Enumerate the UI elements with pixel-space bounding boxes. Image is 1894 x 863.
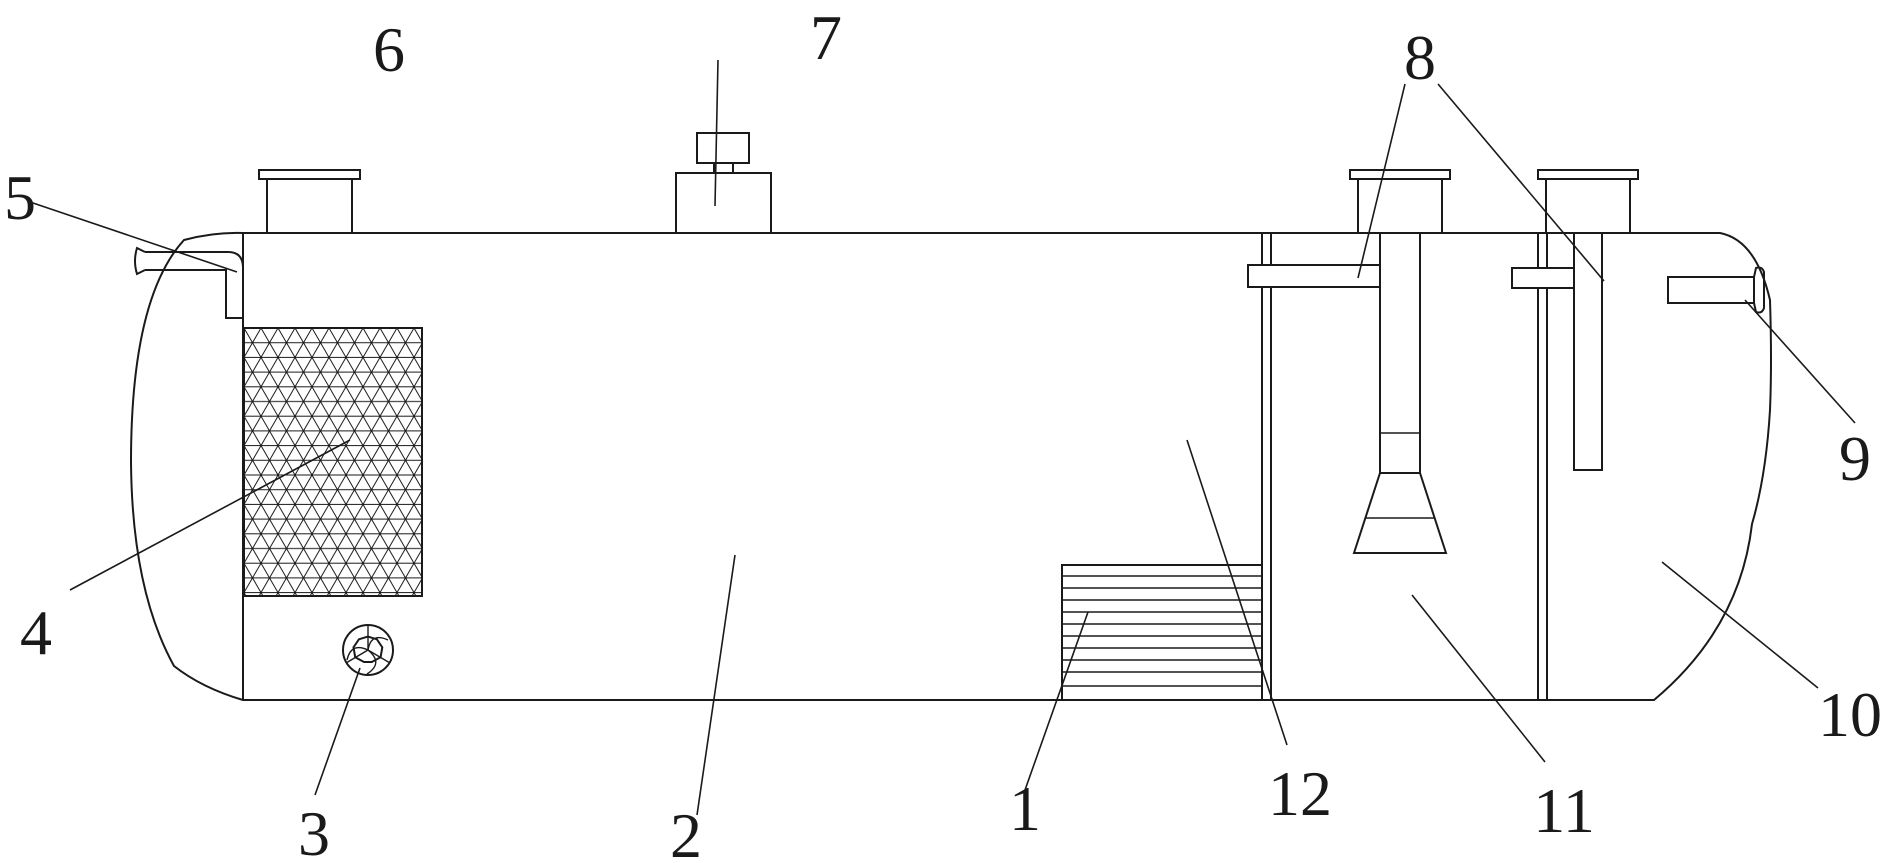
label-2: 2 [670, 800, 702, 863]
label-6: 6 [373, 14, 405, 85]
label-5: 5 [4, 162, 36, 233]
overflow-pipe-b [1511, 232, 1603, 471]
leader-lines [29, 59, 1856, 816]
label-8: 8 [1404, 22, 1436, 93]
label-11: 11 [1533, 775, 1595, 846]
mesh-media [243, 327, 423, 597]
label-10: 10 [1818, 679, 1882, 750]
label-4: 4 [20, 597, 52, 668]
inlet-pipe [134, 246, 244, 319]
label-9: 9 [1839, 423, 1871, 494]
outlet-pipe [1667, 266, 1765, 314]
vent-cap [675, 132, 772, 234]
manhole-mid [1349, 169, 1451, 234]
label-1: 1 [1009, 773, 1041, 844]
filler-block [1061, 564, 1263, 701]
callout-labels: 1 2 3 4 5 6 7 8 9 10 11 12 [4, 2, 1882, 863]
label-12: 12 [1268, 758, 1332, 829]
label-7: 7 [810, 2, 842, 73]
overflow-pipe-a [1247, 232, 1448, 554]
partition-wall-right [1537, 233, 1548, 700]
valve-icon [342, 624, 394, 676]
label-3: 3 [298, 798, 330, 863]
partition-wall-left [1261, 233, 1272, 700]
manhole-right [1537, 169, 1639, 234]
manhole-left [258, 169, 361, 234]
